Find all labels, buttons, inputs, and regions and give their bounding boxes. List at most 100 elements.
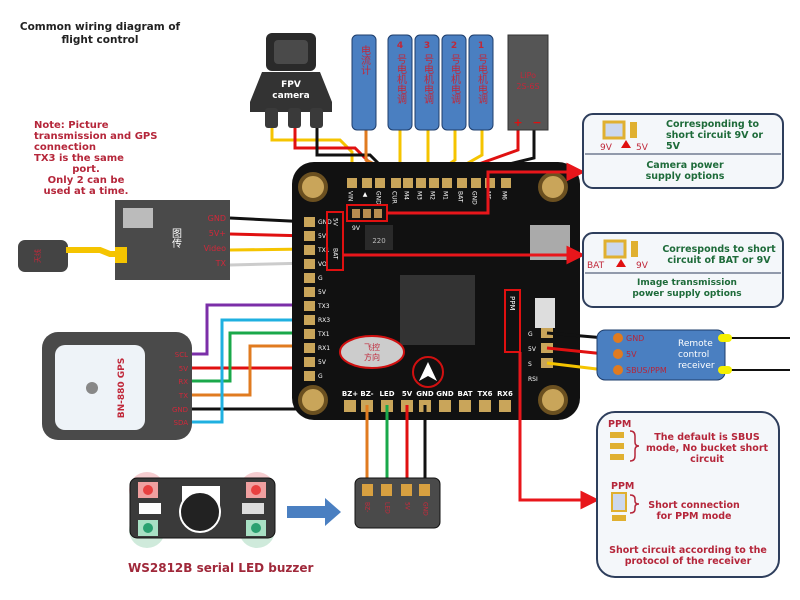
pad — [457, 178, 467, 188]
vtx-pin-label: Video — [204, 244, 227, 253]
pad — [304, 231, 315, 241]
pad — [485, 178, 495, 188]
remote-control-receiver: GND 5V SBUS/PPM Remote control receiver — [596, 329, 732, 381]
fpv-camera: FPV camera — [250, 33, 332, 128]
left-pin-label: VO — [318, 261, 327, 268]
receiver-pin-label: 5V — [626, 350, 637, 359]
vtx-power-title-word: Image — [637, 278, 669, 288]
battery-label: LiPo — [520, 71, 536, 80]
direction-label: 方向 — [364, 352, 380, 362]
note-line: TX3 is the same — [34, 153, 124, 164]
pad — [304, 217, 315, 227]
callout-arrows — [343, 162, 600, 510]
pad — [471, 178, 481, 188]
direction-label: 飞控 — [364, 342, 380, 352]
top-pin-label: M3 — [416, 191, 423, 200]
motor-esc-label: 号电机电调 — [476, 54, 488, 105]
battery-minus: − — [532, 116, 541, 129]
ppm-desc: No bucket — [682, 443, 737, 454]
title-line-1: Common wiring diagram of — [20, 21, 181, 33]
pad — [304, 315, 315, 325]
note-line: transmission and GPS — [34, 131, 157, 142]
vtx-power-title-word: power supply — [632, 289, 701, 299]
bottom-pin-label: BZ- — [360, 390, 373, 398]
pad — [304, 357, 315, 367]
gps-pin-label: SDA — [174, 419, 189, 427]
motor-esc-label: 号电机电调 — [449, 54, 461, 105]
receiver-pin-label: GND — [626, 334, 644, 343]
motor-number: 3 — [424, 41, 430, 51]
pad — [391, 178, 401, 188]
pad — [479, 400, 491, 412]
ppm-label: PPM — [508, 296, 516, 310]
vtx-pin-label: TX — [215, 259, 227, 268]
bottom-pin-label: RX6 — [497, 390, 513, 398]
inductor-label: 220 — [372, 237, 385, 245]
left-pin-label: 5V — [318, 233, 327, 240]
ppm-footer: Short circuit according to the — [609, 545, 767, 556]
vtx-power-options: BAT 9V Corresponds to short circuit of B… — [582, 232, 784, 308]
motor-esc-2 — [441, 34, 467, 131]
receiver-pin-label: SBUS/PPM — [626, 366, 667, 375]
left-pin-label: GND — [318, 219, 332, 226]
note-line: Note: Picture — [34, 120, 109, 131]
bottom-pin-label: GND — [416, 390, 434, 398]
motor-number: 1 — [478, 41, 484, 51]
vtx-power-title-word: options — [703, 289, 742, 299]
connector-pin-label: GND — [422, 502, 429, 516]
camera-power-options: 9V 5V Corresponding to short circuit 9V … — [582, 113, 784, 189]
top-pin-label: M2 — [429, 191, 436, 200]
left-pin-label: TX1 — [317, 247, 330, 254]
pad — [442, 178, 452, 188]
jumper-label: 5V — [332, 218, 339, 227]
left-pin-label: RX1 — [318, 345, 330, 352]
right-pin-label: 5V — [528, 346, 537, 353]
pad — [347, 178, 357, 188]
ppm-desc: mode, — [645, 443, 680, 454]
gps-pin-label: TX — [178, 392, 188, 400]
motor-esc-label: 号电机电调 — [422, 54, 434, 105]
jumper-label: 9V — [352, 225, 361, 232]
top-pin-label: GND — [471, 191, 478, 205]
camera-power-desc: Corresponding to short circuit 9V or 5V — [666, 119, 764, 152]
bottom-pin-label: BZ+ — [342, 390, 358, 398]
motor-esc-4 — [387, 34, 413, 131]
bottom-pin-label: GND — [436, 390, 454, 398]
bottom-pin-label: LED — [379, 390, 394, 398]
pad — [403, 178, 413, 188]
gps-pin-label: SCL — [175, 351, 188, 359]
ppm-desc: The default is SBUS — [654, 432, 760, 443]
esc-group: 电流计 — [351, 34, 377, 131]
battery-label: 2S-6S — [516, 82, 539, 91]
left-pin-label: G — [318, 373, 323, 380]
left-pin-label: 5V — [318, 289, 327, 296]
pad — [304, 301, 315, 311]
pad — [439, 400, 451, 412]
pad — [501, 178, 511, 188]
top-pin-label: CUR — [391, 191, 398, 204]
ppm-desc: circuit — [690, 454, 724, 465]
motor-esc-1 — [468, 34, 494, 131]
right-pin-label: RSI — [528, 376, 538, 383]
direction-arrow-icon — [419, 362, 437, 381]
note-line: port. — [72, 164, 100, 175]
buzzer-wires — [365, 405, 427, 490]
vtx-power-title-word: transmission — [671, 278, 737, 288]
pad — [459, 400, 471, 412]
ppm-footer: protocol of the receiver — [625, 556, 752, 567]
left-pin-label: G — [318, 275, 323, 282]
gps-label: BN-880 GPS — [117, 358, 127, 419]
top-pin-label: ▲ — [362, 191, 369, 198]
connector-pin-label: BZ- — [364, 502, 371, 512]
camera-label: camera — [272, 91, 309, 101]
motor-esc-label: 号电机电调 — [395, 54, 407, 105]
note: Note: Picture transmission and GPS conne… — [34, 120, 157, 197]
ppm-label: PPM — [608, 419, 631, 430]
pad — [304, 343, 315, 353]
receiver-label: receiver — [678, 361, 715, 371]
pad — [362, 178, 372, 188]
bottom-pin-label: TX6 — [477, 390, 492, 398]
